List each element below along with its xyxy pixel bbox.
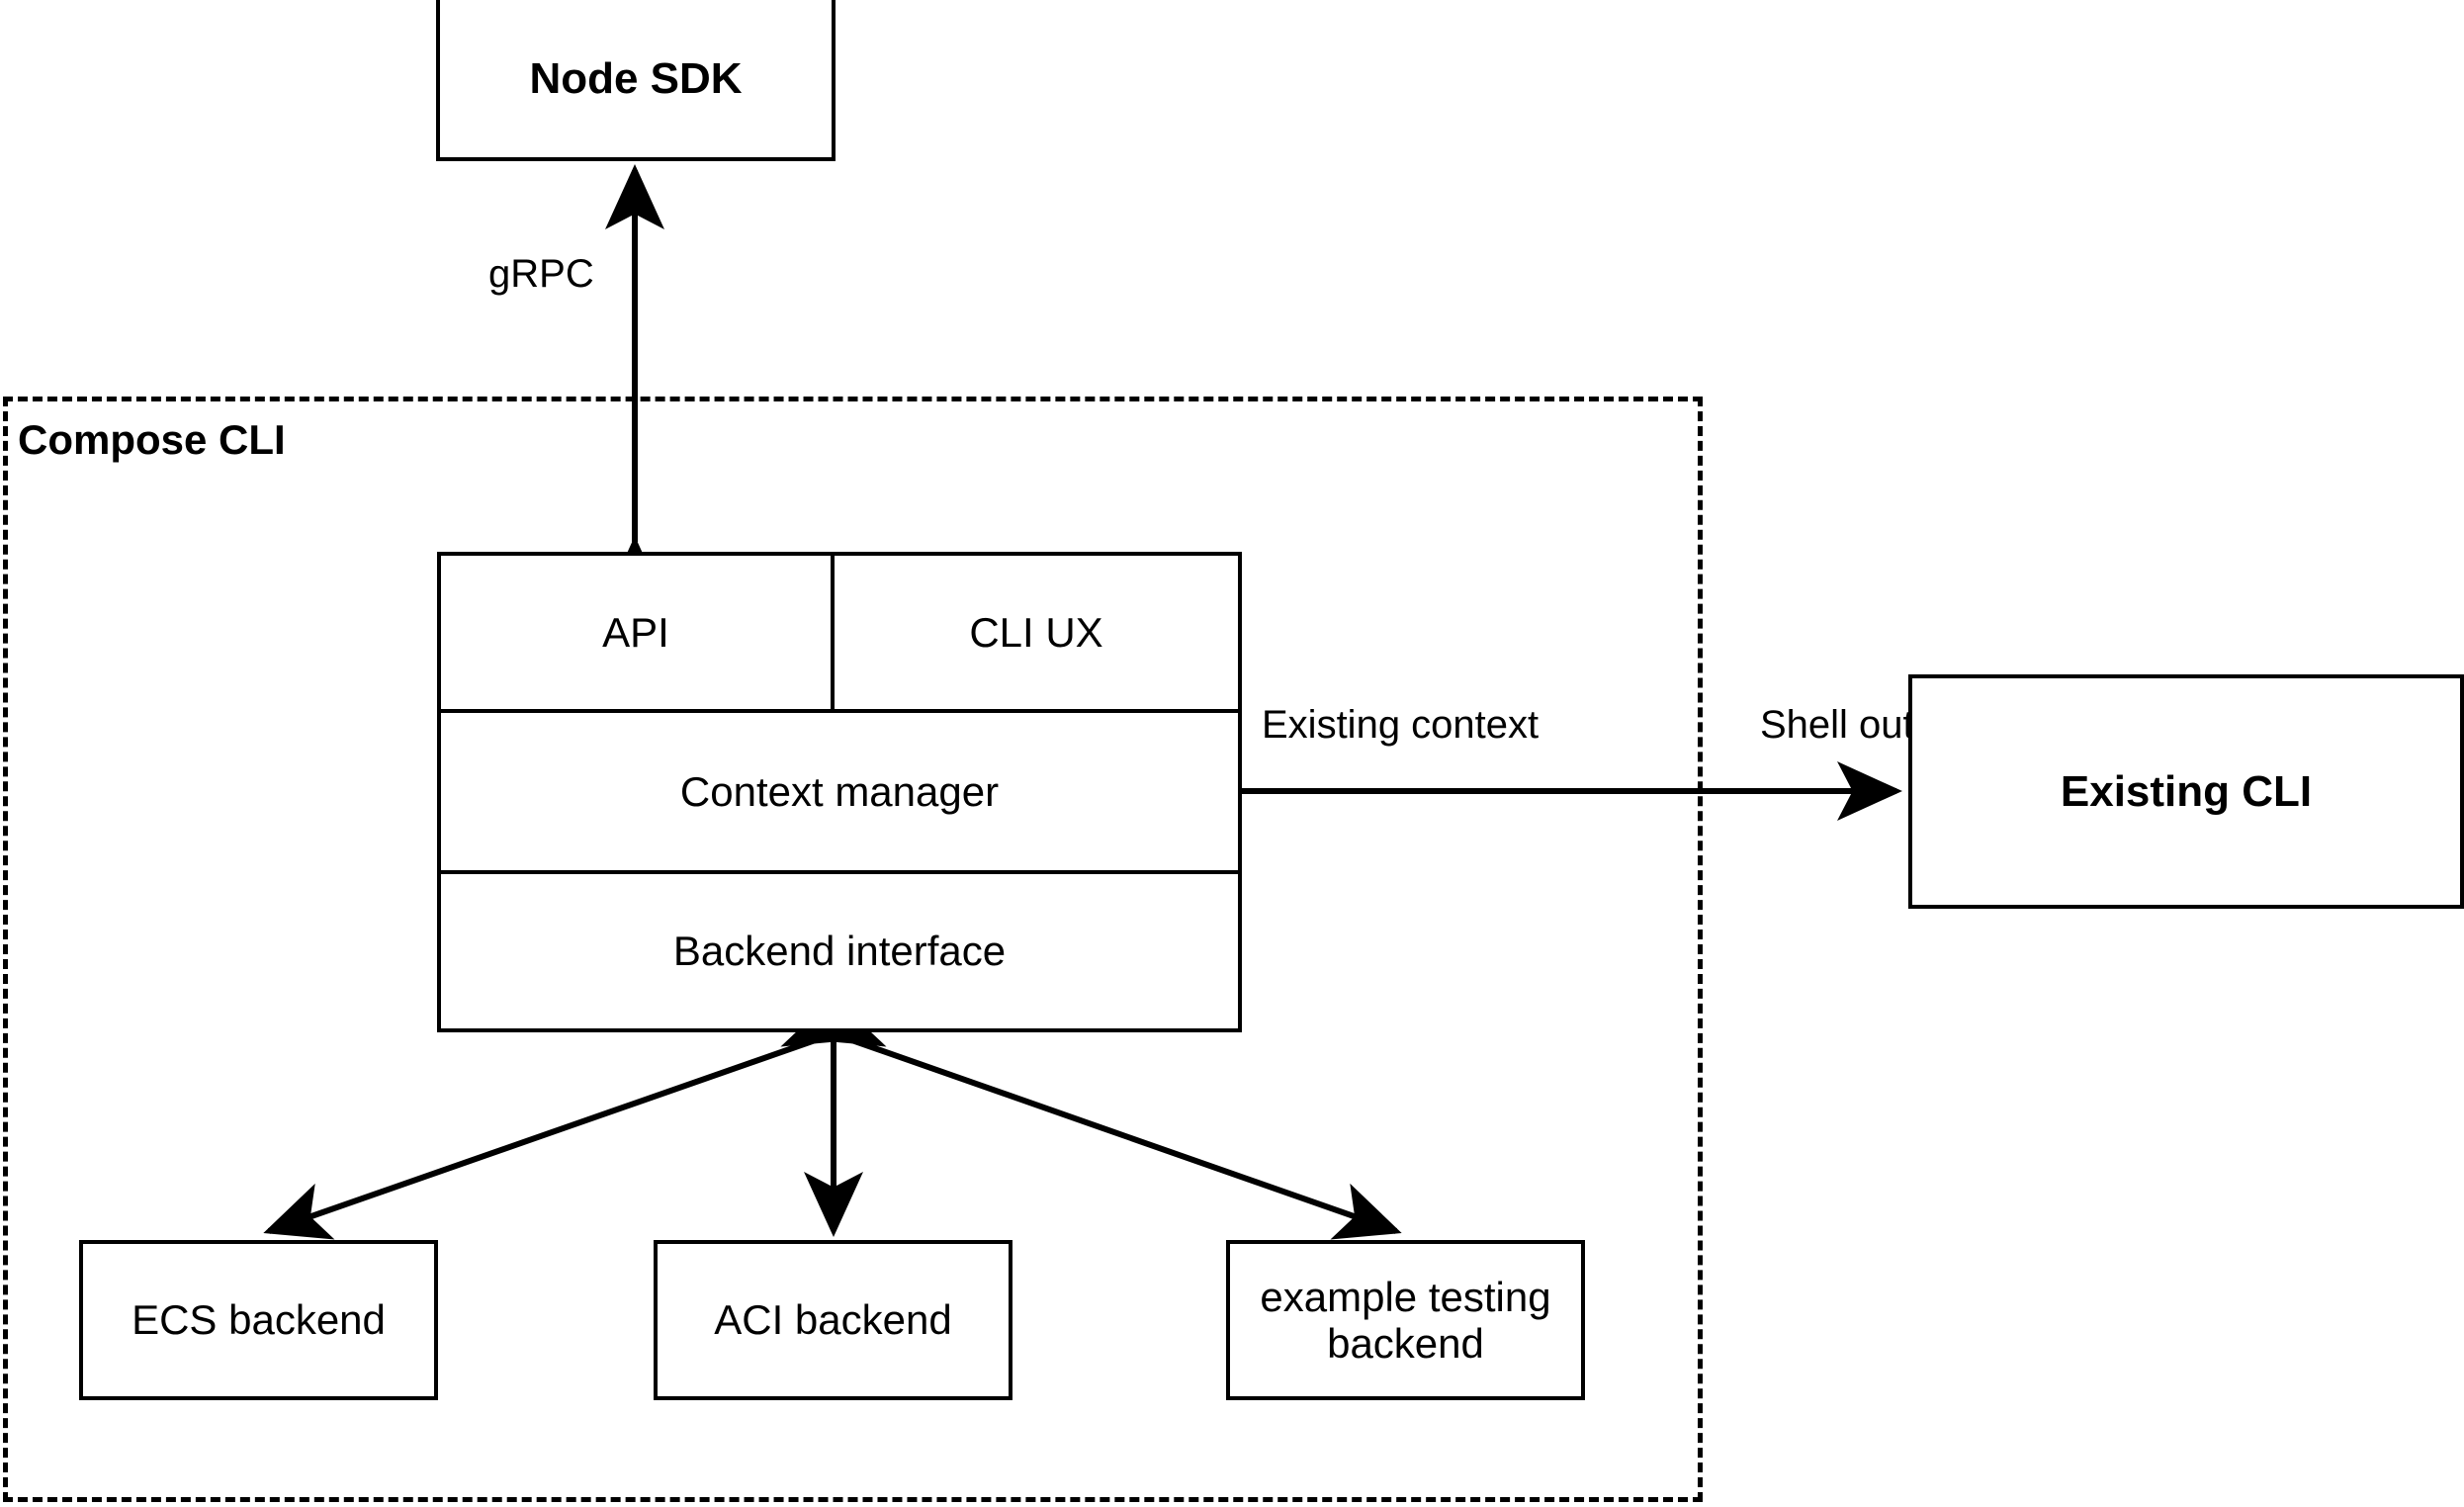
stack-cell-cli-ux[interactable]: CLI UX bbox=[831, 556, 1238, 709]
stack-row-backend-interface: Backend interface bbox=[441, 870, 1238, 1028]
compose-cli-group-box bbox=[3, 397, 1703, 1502]
node-existing-cli[interactable]: Existing CLI bbox=[1908, 674, 2464, 909]
node-ecs-backend[interactable]: ECS backend bbox=[79, 1240, 438, 1400]
stack-cell-api[interactable]: API bbox=[441, 556, 831, 709]
stack-row-context-manager: Context manager bbox=[441, 709, 1238, 870]
node-existing-cli-label: Existing CLI bbox=[2060, 766, 2313, 816]
stack-cell-cli-ux-label: CLI UX bbox=[969, 608, 1103, 656]
node-aci-backend-label: ACI backend bbox=[714, 1296, 952, 1344]
stack-row-api-cliux: API CLI UX bbox=[441, 556, 1238, 709]
edge-label-existing-context: Existing context bbox=[1262, 703, 1540, 747]
node-aci-backend[interactable]: ACI backend bbox=[654, 1240, 1012, 1400]
compose-cli-group-title: Compose CLI bbox=[18, 416, 286, 463]
stack-cell-backend-interface-label: Backend interface bbox=[672, 928, 1007, 974]
node-example-testing-backend-label-line1: example testing bbox=[1260, 1273, 1551, 1320]
edge-label-shell-out: Shell out bbox=[1760, 703, 1914, 747]
compose-cli-stack: API CLI UX Context manager Backend inter… bbox=[437, 552, 1242, 1032]
stack-cell-api-label: API bbox=[602, 608, 669, 656]
node-ecs-backend-label: ECS backend bbox=[132, 1296, 386, 1344]
node-node-sdk[interactable]: Node SDK bbox=[436, 0, 836, 161]
node-example-testing-backend[interactable]: example testing backend bbox=[1226, 1240, 1585, 1400]
stack-cell-context-manager[interactable]: Context manager bbox=[441, 713, 1238, 870]
edge-label-grpc: gRPC bbox=[488, 252, 594, 296]
node-example-testing-backend-label: example testing backend bbox=[1250, 1274, 1560, 1367]
stack-cell-backend-interface[interactable]: Backend interface bbox=[441, 874, 1238, 1028]
node-example-testing-backend-label-line2: backend bbox=[1327, 1320, 1484, 1367]
node-node-sdk-label: Node SDK bbox=[529, 53, 743, 103]
stack-cell-context-manager-label: Context manager bbox=[679, 767, 1000, 815]
